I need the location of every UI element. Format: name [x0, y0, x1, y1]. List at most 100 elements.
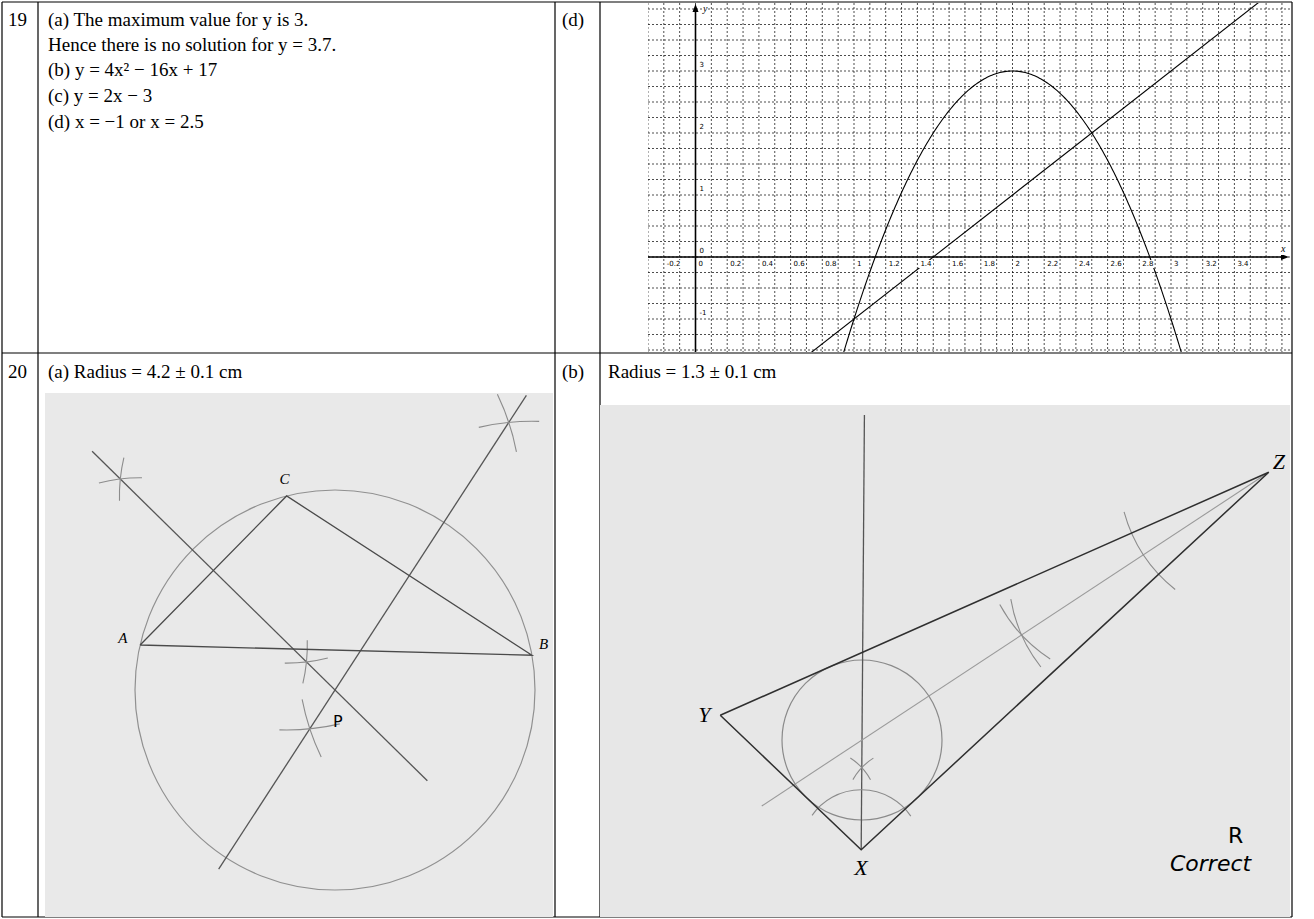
answer-text: (b) y = 4x² − 16x + 17 [48, 58, 217, 83]
vertex-label: B [539, 635, 548, 655]
vertex-label: C [280, 470, 290, 490]
tick-label: 0.6 [793, 260, 806, 268]
tick-label: 3 [699, 61, 705, 69]
axis-label: y [702, 3, 708, 15]
answer-text: (a) Radius = 4.2 ± 0.1 cm [48, 360, 242, 385]
tick-label: 1 [856, 260, 862, 268]
tick-label: 2.6 [1110, 260, 1123, 268]
grid-line [648, 133, 1290, 134]
grid-line [648, 55, 1290, 56]
grid-line [648, 40, 1290, 41]
grid-line [1139, 3, 1140, 352]
angle-bisector [762, 472, 1269, 806]
grid-line [648, 334, 1290, 335]
table-grid [2, 2, 1292, 917]
grid-line [648, 179, 1290, 180]
grid-line [711, 3, 712, 352]
grid-line [648, 303, 1290, 304]
part-label: (d) [562, 8, 584, 33]
compass-arc [853, 758, 873, 779]
tick-label: 3.4 [1236, 260, 1249, 268]
tick-label: 2.8 [1141, 260, 1154, 268]
perpendicular-bisector [219, 395, 527, 869]
grid-line [648, 226, 1290, 227]
grid-line [648, 210, 1290, 211]
table-rule [1291, 2, 1292, 917]
grid-line [648, 164, 1290, 165]
grid-line [806, 3, 807, 352]
triangle-abc [140, 496, 532, 655]
grid-line [648, 319, 1290, 320]
grid-line [648, 71, 1290, 72]
question-number: 20 [8, 360, 27, 385]
tick-label: 1.4 [919, 260, 932, 268]
table-rule [554, 2, 555, 917]
vertex-label: X [854, 854, 867, 883]
compass-arc [1011, 599, 1041, 667]
construction-photo [45, 393, 553, 917]
table-rule [1, 2, 2, 917]
tick-label: 2.2 [1046, 260, 1059, 268]
grid-line [774, 3, 775, 352]
tick-label: 1 [699, 185, 705, 193]
axis-label: x [1280, 243, 1286, 255]
grid-line [648, 350, 1290, 351]
grid-line [648, 272, 1290, 273]
tick-label: 2 [699, 123, 705, 131]
grid-line [695, 3, 696, 352]
grid-line [743, 3, 744, 352]
tick-label: 0 [698, 260, 704, 268]
compass-arc [285, 658, 328, 663]
grid-line [758, 3, 759, 352]
tick-label: 2 [1015, 260, 1021, 268]
y-axis [695, 9, 697, 352]
point-label: P [333, 712, 343, 733]
x-axis [648, 256, 1284, 258]
vertex-label: A [118, 629, 127, 649]
construction-photo [600, 405, 1290, 917]
compass-arc [302, 699, 321, 757]
compass-arc [812, 790, 911, 816]
answer-text: (a) The maximum value for y is 3. Hence … [48, 8, 348, 57]
compass-arc [1000, 605, 1050, 659]
compass-arc [1124, 512, 1175, 590]
grid-line [1107, 3, 1108, 352]
tick-label: 1.6 [951, 260, 964, 268]
angle-bisector [861, 415, 864, 850]
grid-line [648, 86, 1290, 87]
grid-line [1218, 3, 1219, 352]
tick-label: 2.4 [1078, 260, 1091, 268]
tick-label: -1 [699, 309, 708, 317]
grid-line [1123, 3, 1124, 352]
vertex-label: Y [698, 701, 710, 730]
tick-label: 0.4 [761, 260, 774, 268]
answer-text: Radius = 1.3 ± 0.1 cm [608, 360, 776, 385]
graph [648, 3, 1290, 352]
question-number: 19 [8, 8, 27, 33]
grid-line [648, 241, 1290, 242]
table-rule [2, 1, 1292, 2]
tick-label: 0.2 [729, 260, 742, 268]
compass-arc [479, 421, 539, 427]
grid-line [648, 288, 1290, 289]
grid-line [790, 3, 791, 352]
tick-label: -0.2 [666, 260, 682, 268]
grid-line [648, 257, 1290, 258]
vertex-label: Z [1273, 448, 1285, 477]
photo-ground [45, 393, 553, 917]
grid-line [648, 195, 1290, 196]
handwritten-note: R [1228, 822, 1243, 851]
tick-label: 0.8 [824, 260, 837, 268]
grid-line [648, 9, 1290, 10]
compass-arc [119, 458, 123, 501]
part-label: (b) [562, 360, 584, 385]
axis-arrow [693, 4, 699, 12]
grid-line [1186, 3, 1187, 352]
grid-line [1155, 3, 1156, 352]
tick-label: 3 [1173, 260, 1179, 268]
grid-line [648, 117, 1290, 118]
photo-ground [600, 405, 1290, 917]
axis-arrow [1281, 254, 1289, 260]
